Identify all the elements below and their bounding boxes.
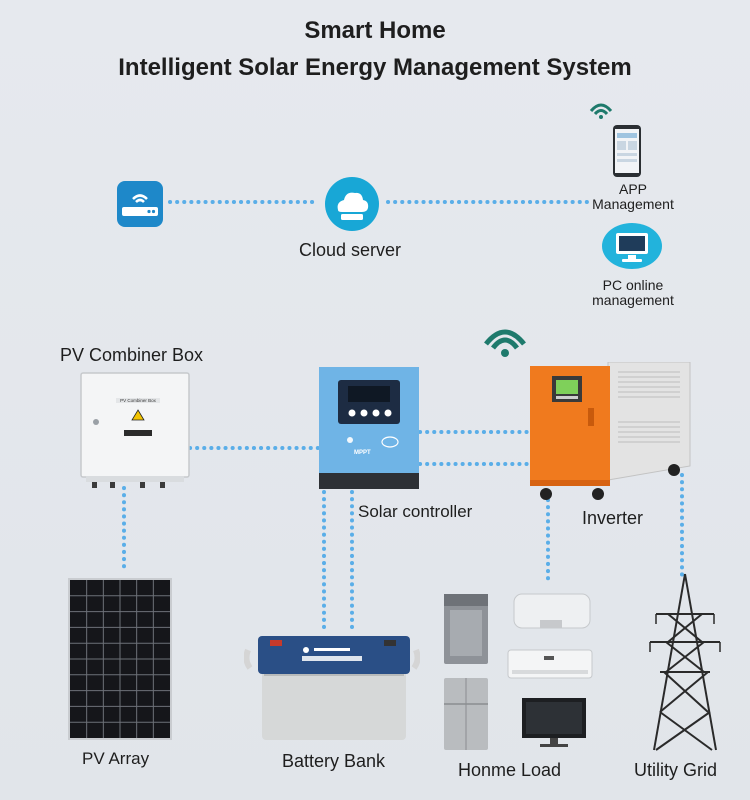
battery-bank-label: Battery Bank	[282, 751, 386, 771]
solar-controller: MPPT	[318, 366, 420, 495]
title-line-2: Intelligent Solar Energy Management Syst…	[118, 54, 632, 81]
router-icon	[117, 181, 163, 227]
wifi-icon	[484, 329, 526, 357]
pv-combiner-label: PV Combiner Box	[60, 345, 204, 365]
cloud-node	[324, 176, 380, 237]
app-label-line2: Management	[592, 196, 674, 212]
router-node	[116, 180, 164, 233]
solar-controller-label: Solar controller	[358, 502, 473, 521]
pv-array	[68, 578, 172, 745]
utility-grid-label: Utility Grid	[634, 760, 718, 780]
pv-panel-icon	[68, 578, 172, 740]
pc-node	[601, 222, 663, 275]
home-appliances-icon	[444, 593, 593, 750]
controller-brand-text: MPPT	[354, 450, 371, 456]
pv-array-label: PV Array	[82, 749, 150, 768]
home-load	[442, 592, 594, 757]
app-label-line1: APP	[618, 181, 647, 197]
solar-controller-icon: MPPT	[319, 367, 419, 489]
inverter	[528, 361, 692, 509]
home-load-label: Honme Load	[458, 760, 562, 780]
inverter-label: Inverter	[582, 508, 644, 528]
battery-bank	[243, 630, 421, 747]
title-line-1: Smart Home	[304, 17, 446, 44]
monitor-icon	[602, 223, 662, 269]
app-node	[612, 124, 642, 183]
pv-combiner-box: PV Combiner Box	[80, 372, 192, 495]
cloud-server-label: Cloud server	[299, 240, 402, 260]
utility-grid	[646, 572, 724, 757]
app-label: APP Management	[581, 182, 685, 212]
power-tower-icon	[649, 573, 721, 751]
combiner-nameplate-text: PV Combiner Box	[120, 398, 157, 403]
pc-label: PC online management	[581, 278, 685, 308]
pc-label-line2: management	[592, 292, 674, 308]
inverter-icon	[530, 361, 691, 500]
battery-icon	[243, 636, 421, 740]
pc-label-line1: PC online	[602, 277, 664, 293]
combiner-box-icon: PV Combiner Box	[80, 372, 190, 488]
cloud-icon	[325, 177, 379, 231]
phone-icon	[613, 125, 641, 177]
wifi-icon	[589, 103, 613, 119]
